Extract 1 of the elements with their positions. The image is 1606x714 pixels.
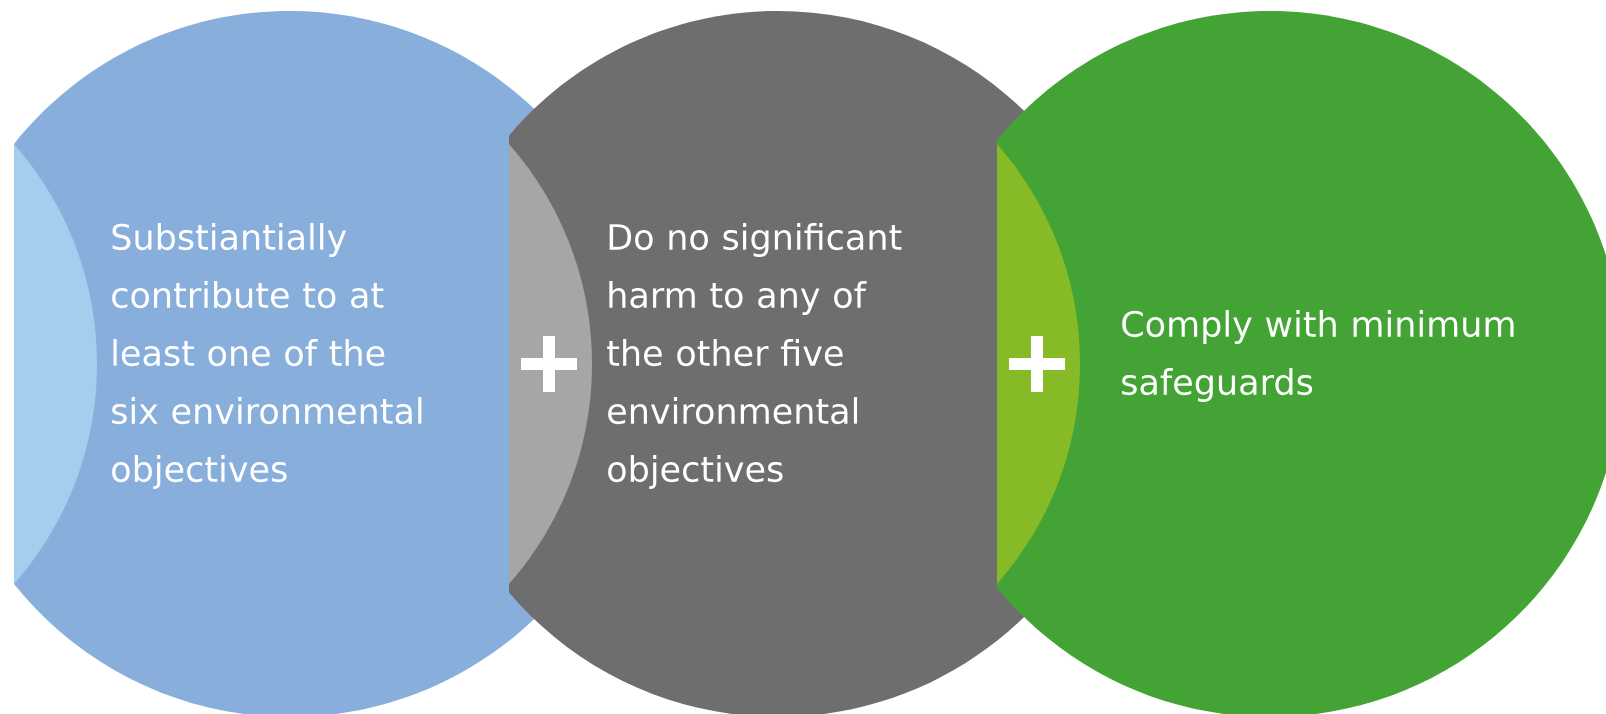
circle-segment: Comply with minimum safeguards [997, 11, 1606, 714]
